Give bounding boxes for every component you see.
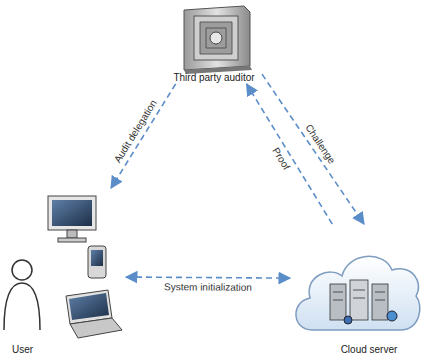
node-label: Cloud server	[339, 344, 400, 356]
edge-label: Proof	[270, 144, 294, 174]
node-label: Third party auditor	[171, 72, 256, 84]
edge-label: System initialization	[162, 281, 254, 293]
edge-label: Audit delegation	[111, 96, 160, 166]
cloud-icon	[296, 256, 420, 330]
person-icon	[4, 260, 40, 330]
dashed-arrow	[126, 277, 290, 278]
server-icon	[184, 6, 252, 74]
laptop-icon	[66, 290, 122, 338]
monitor-icon	[48, 196, 96, 242]
dashed-arrow	[247, 84, 333, 224]
phone-icon	[88, 246, 106, 278]
user-node: User	[2, 188, 126, 356]
cloud-node: Cloud server	[290, 224, 422, 356]
auditor-node: Third party auditor	[166, 2, 262, 84]
node-label: User	[10, 344, 35, 356]
dashed-arrow	[262, 74, 364, 224]
dashed-arrow	[111, 84, 175, 188]
